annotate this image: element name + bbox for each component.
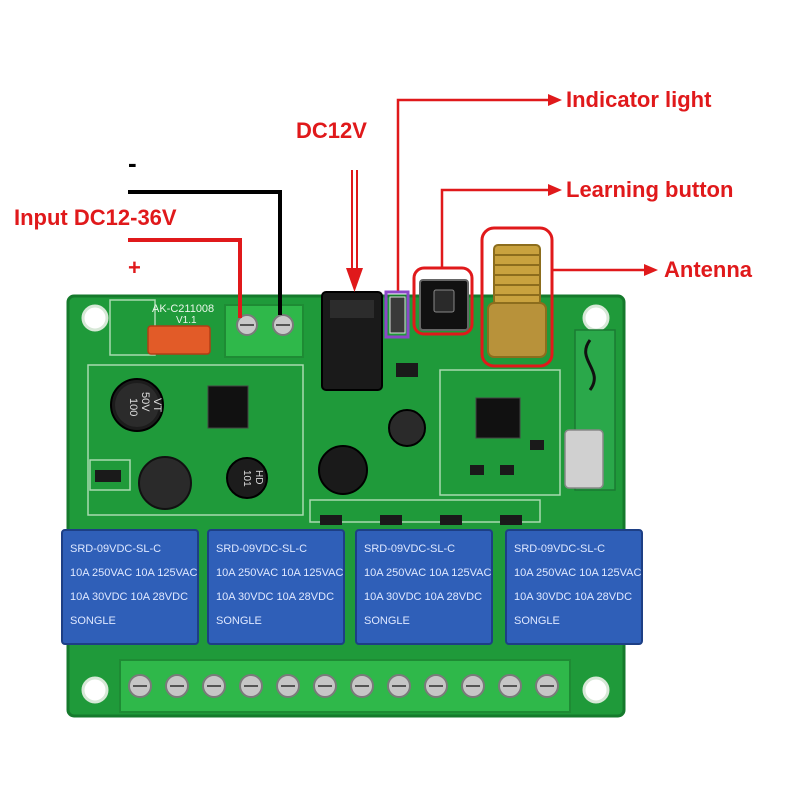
learning-button — [419, 279, 469, 331]
antenna-arrow — [644, 264, 658, 276]
dc12v-label: DC12V — [296, 118, 367, 143]
dc12v-pointer — [346, 170, 363, 292]
indicator-led — [389, 296, 406, 334]
learning-button-leader — [440, 188, 548, 268]
capacitor-large-voltage: 50V — [139, 392, 151, 412]
ic-decoder — [475, 397, 521, 439]
capacitor-large: 100 50V VT — [110, 378, 164, 432]
crystal — [564, 429, 604, 489]
output-terminal-strip — [119, 659, 571, 713]
relay-brand: SONGLE — [514, 615, 560, 627]
indicator-light-arrow — [548, 94, 562, 106]
relay-model: SRD-09VDC-SL-C — [514, 543, 605, 555]
relay-rating-ac: 10A 250VAC 10A 125VAC — [70, 567, 197, 579]
relay-brand: SONGLE — [70, 615, 116, 627]
fuse — [147, 325, 211, 355]
relay-3: SRD-09VDC-SL-C 10A 250VAC 10A 125VAC 10A 3… — [355, 529, 493, 645]
capacitor-large-series: VT — [151, 398, 163, 412]
learning-button-label: Learning button — [566, 177, 734, 202]
relays: SRD-09VDC-SL-C 10A 250VAC 10A 125VAC 10A 3… — [61, 529, 643, 645]
inductor — [138, 456, 192, 510]
capacitor-medium: 101 HD — [226, 457, 268, 499]
relay-rating-dc: 10A 30VDC 10A 28VDC — [514, 591, 632, 603]
antenna-connector — [487, 244, 547, 358]
capacitor-dc — [318, 445, 368, 495]
board-version-label: V1.1 — [176, 315, 197, 326]
relay-4: SRD-09VDC-SL-C 10A 250VAC 10A 125VAC 10A 3… — [505, 529, 643, 645]
mounting-holes — [81, 304, 610, 704]
board-model-label: AK-C211008 — [152, 303, 214, 315]
relay-model: SRD-09VDC-SL-C — [364, 543, 455, 555]
relay-rating-dc: 10A 30VDC 10A 28VDC — [364, 591, 482, 603]
ic-regulator — [207, 385, 249, 429]
capacitor-large-value: 100 — [127, 398, 139, 416]
relay-brand: SONGLE — [216, 615, 262, 627]
relay-brand: SONGLE — [364, 615, 410, 627]
relay-rating-ac: 10A 250VAC 10A 125VAC — [216, 567, 343, 579]
learning-button-highlight — [412, 266, 474, 336]
relay-2: SRD-09VDC-SL-C 10A 250VAC 10A 125VAC 10A 3… — [207, 529, 345, 645]
indicator-light-leader — [396, 98, 548, 292]
indicator-light-label: Indicator light — [566, 87, 712, 112]
relay-rating-dc: 10A 30VDC 10A 28VDC — [216, 591, 334, 603]
learning-button-arrow — [548, 184, 562, 196]
relay-rating-dc: 10A 30VDC 10A 28VDC — [70, 591, 188, 603]
smd-components — [95, 363, 544, 525]
plus-wire — [128, 238, 242, 318]
silkscreen — [87, 299, 561, 523]
capacitor-blue — [388, 409, 426, 447]
input-terminal-block — [224, 304, 304, 358]
relay-model: SRD-09VDC-SL-C — [70, 543, 161, 555]
minus-wire — [128, 190, 282, 315]
indicator-light-highlight — [384, 290, 410, 339]
relay-rating-ac: 10A 250VAC 10A 125VAC — [364, 567, 491, 579]
capacitor-medium-value: 101 — [241, 470, 252, 487]
antenna-label: Antenna — [664, 257, 752, 282]
capacitor-medium-series: HD — [253, 470, 264, 484]
input-voltage-label: Input DC12-36V — [14, 205, 177, 230]
relay-model: SRD-09VDC-SL-C — [216, 543, 307, 555]
relay-1: SRD-09VDC-SL-C 10A 250VAC 10A 125VAC 10A 3… — [61, 529, 199, 645]
plus-label: + — [128, 255, 141, 280]
minus-label: - — [128, 148, 137, 178]
antenna-wire — [584, 339, 596, 391]
antenna-highlight — [480, 226, 554, 368]
dc-jack — [321, 291, 383, 391]
relay-rating-ac: 10A 250VAC 10A 125VAC — [514, 567, 641, 579]
